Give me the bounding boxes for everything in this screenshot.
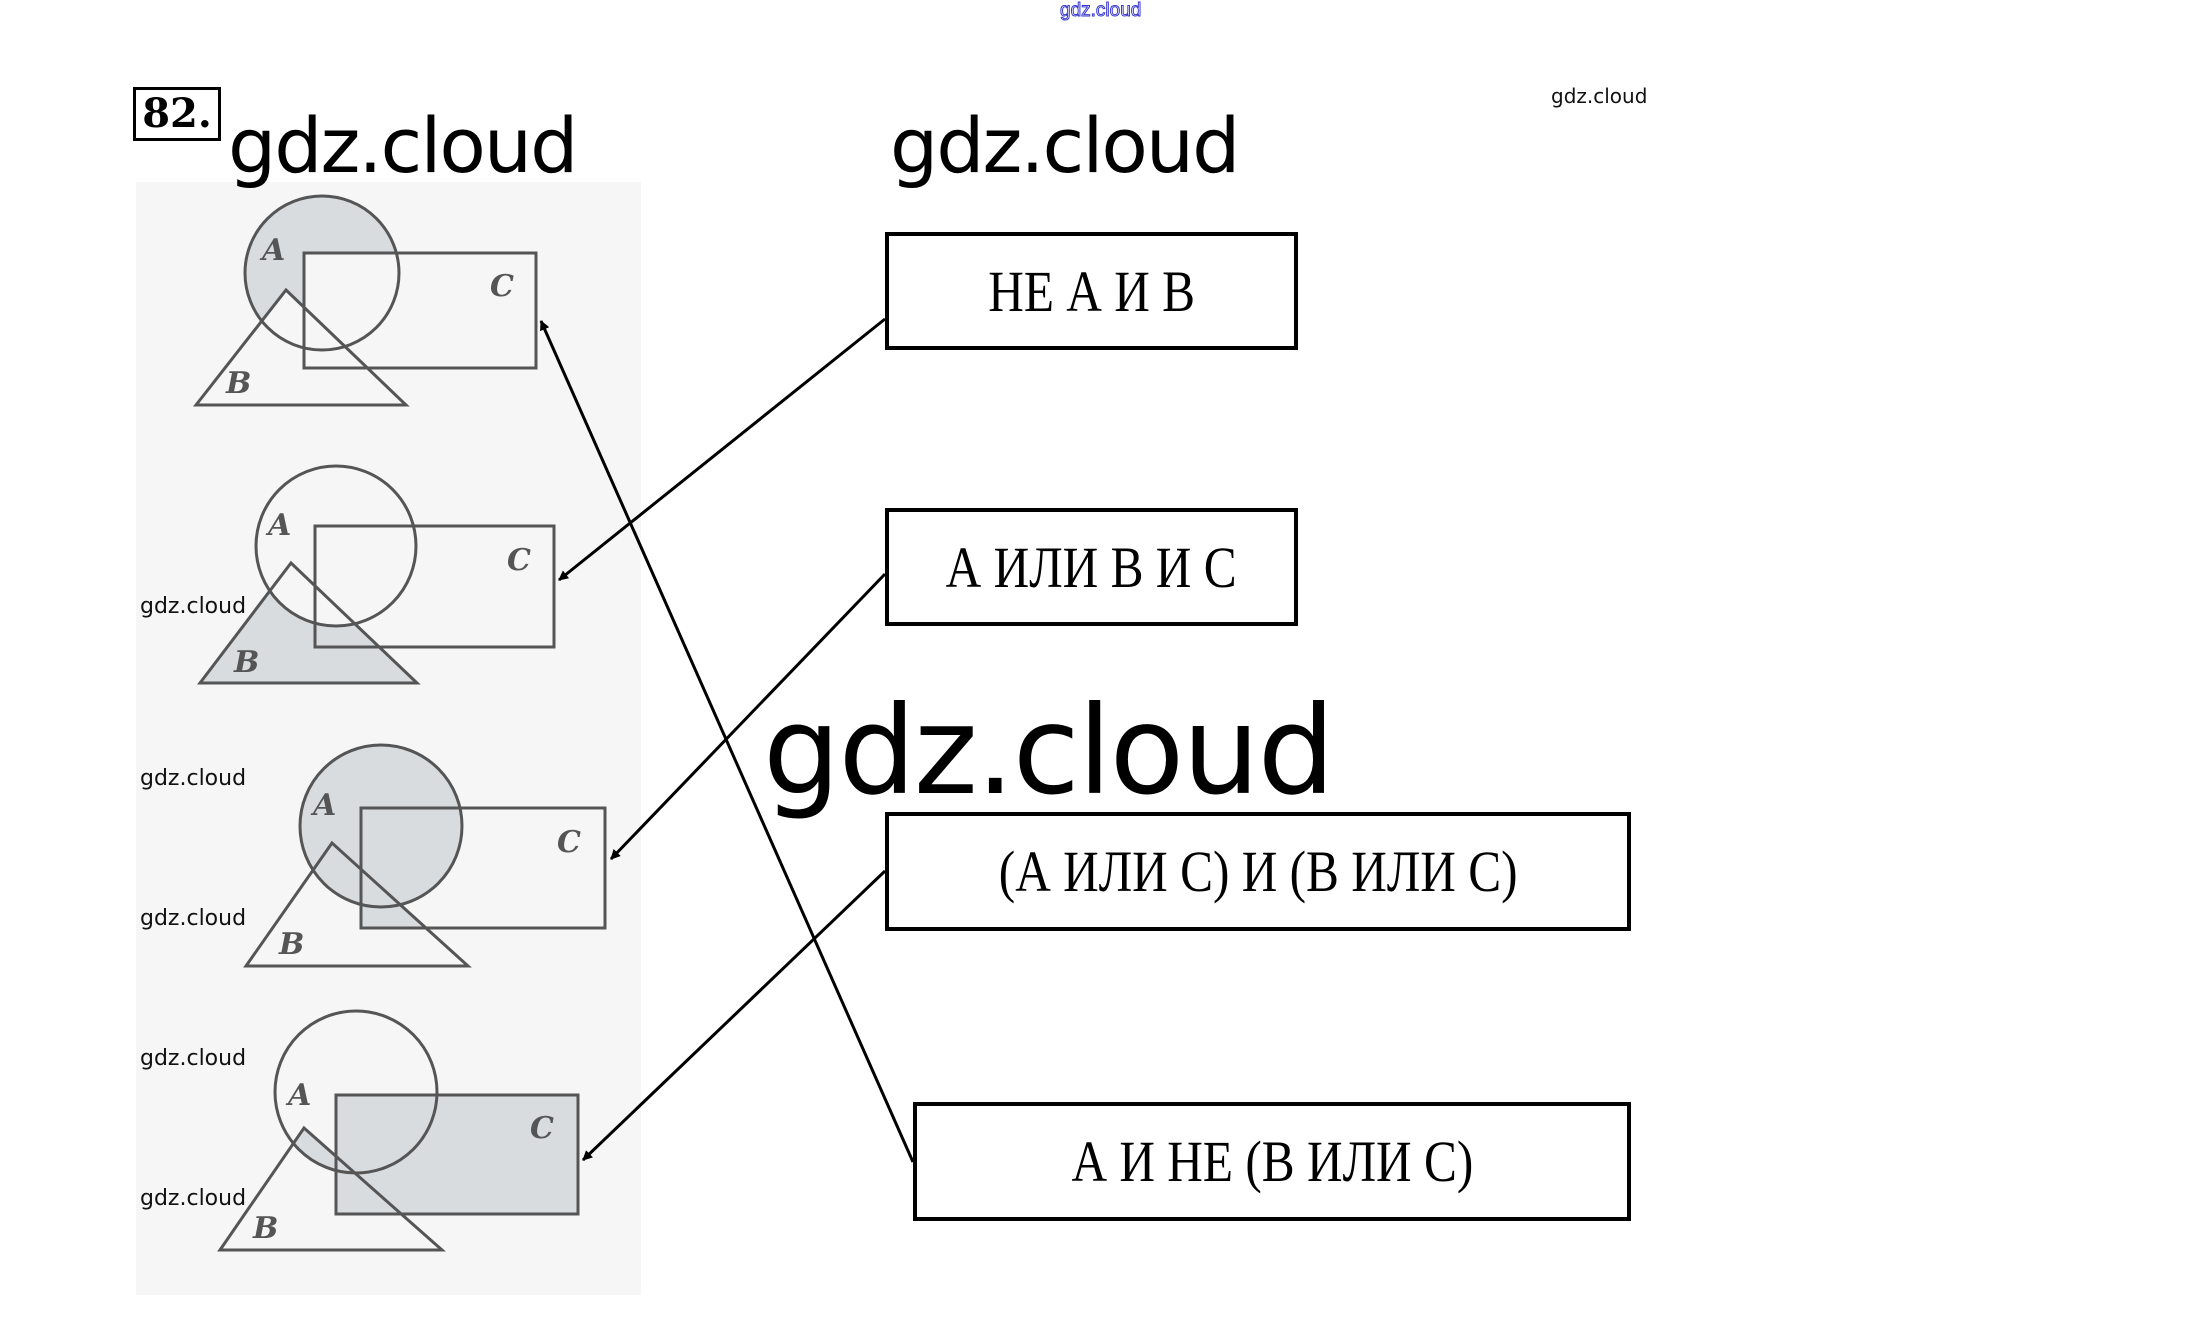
watermark-side-5: gdz.cloud <box>140 1186 247 1211</box>
label-c: C <box>507 543 531 578</box>
triangle-b <box>243 840 472 968</box>
shade-b <box>200 563 417 683</box>
watermark-top: gdz.cloud <box>1059 0 1142 22</box>
label-c: C <box>490 269 514 304</box>
watermark-top-right: gdz.cloud <box>1551 84 1648 108</box>
watermark-side-2: gdz.cloud <box>140 766 247 791</box>
triangle-b <box>217 1125 446 1252</box>
circle-a <box>254 464 418 628</box>
expression-box-2[interactable]: А ИЛИ В И С <box>885 508 1298 626</box>
label-b: B <box>252 1211 278 1246</box>
label-a: A <box>259 233 285 268</box>
expression-box-1[interactable]: НЕ А И В <box>885 232 1298 350</box>
expression-text: А И НЕ (В ИЛИ С) <box>1071 1129 1473 1194</box>
watermark-side-1: gdz.cloud <box>140 594 247 619</box>
watermark-side-3: gdz.cloud <box>140 906 247 931</box>
label-a: A <box>310 788 336 823</box>
watermark-heading-left: gdz.cloud <box>228 101 578 190</box>
expression-text: (А ИЛИ С) И (В ИЛИ С) <box>998 839 1518 904</box>
triangle-b <box>192 287 410 407</box>
label-c: C <box>530 1111 554 1146</box>
watermark-heading-right: gdz.cloud <box>890 101 1240 190</box>
rect-c <box>302 251 538 370</box>
expression-box-3[interactable]: (А ИЛИ С) И (В ИЛИ С) <box>885 812 1631 931</box>
diagram-1: A B C <box>192 194 538 407</box>
diagram-3: A B C <box>243 743 607 968</box>
arrow-expr4-to-diagram1 <box>539 320 915 1163</box>
circle-a <box>298 743 464 909</box>
unshade-c <box>304 253 536 368</box>
diagram-4: A B C <box>217 1009 580 1252</box>
label-b: B <box>278 927 304 962</box>
watermark-center: gdz.cloud <box>763 680 1335 822</box>
task-number: 82. <box>133 87 221 141</box>
shade-a <box>300 745 462 907</box>
label-a: A <box>285 1078 311 1113</box>
label-b: B <box>233 645 259 680</box>
arrow-expr2-to-diagram3 <box>609 572 887 861</box>
expression-text: НЕ А И В <box>988 258 1195 324</box>
arrow-expr1-to-diagram2 <box>558 317 886 582</box>
watermark-side-4: gdz.cloud <box>140 1046 247 1071</box>
label-b: B <box>225 366 251 401</box>
circle-a <box>243 194 401 352</box>
arrow-expr3-to-diagram4 <box>581 869 887 1162</box>
triangle-b <box>196 560 421 685</box>
expression-text: А ИЛИ В И С <box>946 534 1237 600</box>
label-a: A <box>265 508 291 543</box>
expression-box-4[interactable]: А И НЕ (В ИЛИ С) <box>913 1102 1631 1221</box>
shade-c <box>336 1095 578 1214</box>
label-c: C <box>557 825 581 860</box>
diagram-2: A B C <box>196 464 556 685</box>
